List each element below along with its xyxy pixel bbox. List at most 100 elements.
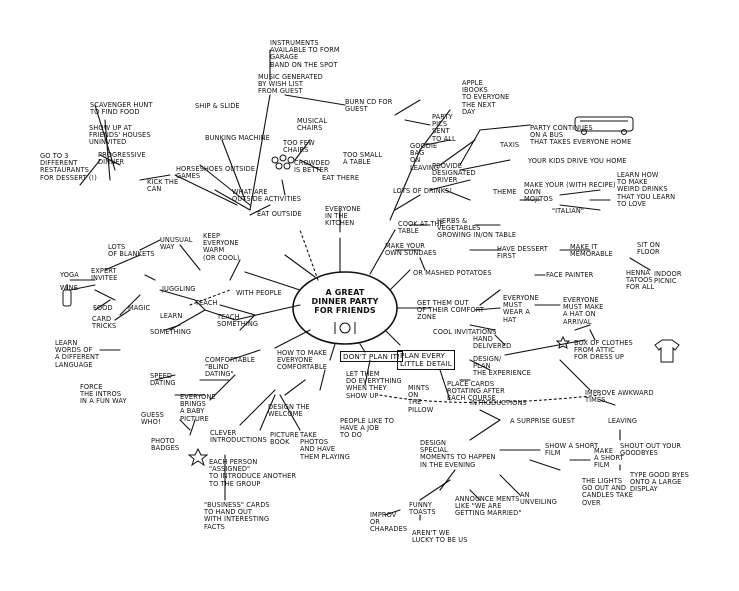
node-business-cards: "BUSINESS" CARDS TO HAND OUT WITH INTERE… bbox=[204, 501, 270, 531]
node-unusual-way: UNUSUAL WAY bbox=[160, 236, 193, 252]
node-food: FOOD bbox=[93, 304, 113, 312]
node-sit-on-floor: SIT ON FLOOR bbox=[637, 241, 660, 257]
node-dessert-first: HAVE DESSERT FIRST bbox=[497, 245, 548, 261]
node-theme: THEME bbox=[493, 188, 517, 196]
node-learn-teach: TEACH bbox=[195, 299, 218, 307]
star-icon-2 bbox=[555, 335, 571, 349]
node-baby-picture: EVERYONE BRINGS A BABY PICTURE bbox=[180, 393, 216, 423]
node-everyone-must-wear-hat: EVERYONE MUST WEAR A HAT bbox=[503, 294, 539, 324]
node-improv-charades: IMPROV OR CHARADES bbox=[370, 511, 408, 534]
node-lots-of-blankets: LOTS OF BLANKETS bbox=[108, 243, 155, 259]
node-face-painter: FACE PAINTER bbox=[546, 271, 594, 279]
node-make-memorable: MAKE IT MEMORABLE bbox=[570, 243, 613, 259]
node-apple-books: APPLE iBOOKS TO EVERYONE THE NEXT DAY bbox=[462, 79, 510, 116]
node-too-small-table: TOO SMALL A TABLE bbox=[343, 151, 383, 167]
node-party-pics: PARTY PICS SENT TO ALL bbox=[432, 113, 456, 143]
node-type-goodbyes: TYPE GOOD BYES ONTO A LARGE DISPLAY bbox=[630, 471, 689, 494]
node-designated-driver: PROVIDE DESIGNATED DRIVER bbox=[432, 162, 476, 185]
node-show-up-uninvited: SHOW UP AT FRIENDS' HOUSES UNINVITED bbox=[89, 124, 151, 147]
node-eat-there: EAT THERE bbox=[322, 174, 360, 182]
node-keep-warm: KEEP EVERYONE WARM (OR COOL) bbox=[203, 232, 240, 262]
node-music-wish-list: MUSIC GENERATED BY WISH LIST FROM GUEST bbox=[258, 73, 323, 96]
node-ship-slide: SHIP & SLIDE bbox=[195, 102, 240, 110]
node-design-welcome: DESIGN THE WELCOME bbox=[268, 403, 310, 419]
node-make-short-film: MAKE A SHORT FILM bbox=[594, 447, 624, 470]
node-how-make-comfortable: HOW TO MAKE EVERYONE COMFORTABLE bbox=[277, 349, 328, 372]
node-funny-toasts: FUNNY TOASTS bbox=[409, 501, 436, 517]
node-unveiling: AN UNVEILING bbox=[520, 491, 557, 507]
node-learn: LEARN bbox=[160, 312, 183, 320]
node-photo-badges: PHOTO BADGES bbox=[151, 437, 180, 453]
node-take-photos: TAKE PHOTOS AND HAVE THEM PLAYING bbox=[300, 431, 350, 461]
node-italian: "ITALIAN" bbox=[552, 207, 584, 215]
node-each-person-assigned: EACH PERSON "ASSIGNED" TO INTRODUCE ANOT… bbox=[209, 458, 297, 488]
node-outside-activities: WHAT ARE OUTSIDE ACTIVITIES bbox=[232, 188, 302, 204]
node-make-hat-on-arrival: EVERYONE MUST MAKE A HAT ON ARRIVAL bbox=[563, 296, 604, 326]
node-let-them-do-everything: LET THEM DO EVERYTHING WHEN THEY SHOW UP bbox=[346, 370, 402, 400]
node-show-short-film: SHOW A SHORT FILM bbox=[545, 442, 599, 458]
wine-bottle-icon bbox=[62, 284, 72, 307]
node-mashed-potatoes: OR MASHED POTATOES bbox=[413, 269, 492, 277]
node-everyone-kitchen: EVERYONE IN THE KITCHEN bbox=[325, 205, 361, 228]
node-mints-pillow: MINTS ON THE PILLOW bbox=[408, 384, 434, 414]
node-make-mojitos: MAKE YOUR (WITH RECIPE) OWN MOJITOS bbox=[524, 181, 616, 204]
node-kick-the-can: KICK THE CAN bbox=[147, 178, 179, 194]
node-herbs: HERBS & VEGETABLES GROWING IN/ON TABLE bbox=[437, 217, 517, 240]
node-picture-book: PICTURE BOOK bbox=[270, 431, 299, 447]
node-learn-drinks: LEARN HOW TO MAKE WEIRD DRINKS THAT YOU … bbox=[617, 171, 676, 208]
node-design-special-moments: DESIGN SPECIAL MOMENTS TO HAPPEN IN THE … bbox=[420, 439, 496, 469]
node-cook-at-table: COOK AT THE TABLE bbox=[398, 220, 444, 236]
node-speed-dating: SPEED DATING bbox=[150, 372, 176, 388]
node-party-bus: PARTY CONTINUES ON A BUS THAT TAKES EVER… bbox=[530, 124, 632, 147]
node-eat-outside: EAT OUTSIDE bbox=[257, 210, 302, 218]
node-shout-goodbyes: SHOUT OUT YOUR GOODBYES bbox=[620, 442, 682, 458]
node-instruments: INSTRUMENTS AVAILABLE TO FORM GARAGE BAN… bbox=[270, 39, 340, 69]
node-horseshoes: HORSESHOES OUTSIDE GAMES bbox=[176, 165, 256, 181]
node-announcements: ANNOUNCE MENTS LIKE "WE ARE GETTING MARR… bbox=[455, 495, 522, 518]
node-scavenger-hunt: SCAVENGER HUNT TO FIND FOOD bbox=[90, 101, 153, 117]
node-box-of-clothes: BOX OF CLOTHES FROM ATTIC FOR DRESS UP bbox=[574, 339, 633, 362]
node-clever-introductions: CLEVER INTRODUCTIONS bbox=[210, 429, 267, 445]
node-words-language: LEARN WORDS OF A DIFFERENT LANGUAGE bbox=[55, 339, 100, 369]
node-something: SOMETHING bbox=[150, 328, 192, 336]
node-design-plan-experience: DESIGN/ PLAN THE EXPERIENCE bbox=[473, 355, 531, 378]
node-goodie-bag: GOODIE BAG ON LEAVING bbox=[410, 142, 440, 172]
node-taxis: TAXIS bbox=[500, 141, 520, 149]
bus-icon bbox=[574, 116, 634, 135]
node-make-sundaes: MAKE YOUR OWN SUNDAES bbox=[385, 242, 437, 258]
node-place-cards: PLACE CARDS ROTATING AFTER EACH COURSE bbox=[447, 380, 505, 403]
crowd-icon bbox=[271, 154, 295, 170]
node-expert-invitee: EXPERT INVITEE bbox=[91, 267, 118, 283]
node-surprise-guest: A SURPRISE GUEST bbox=[510, 417, 576, 425]
node-kids-drive: YOUR KIDS DRIVE YOU HOME bbox=[528, 157, 627, 165]
node-henna-tatoos: HENNA TATOOS FOR ALL bbox=[626, 269, 655, 292]
tshirt-icon bbox=[654, 339, 680, 363]
node-improve-awkward-times: IMPROVE AWKWARD TIMES bbox=[585, 389, 654, 405]
node-plan-every-detail: PLAN EVERY LITTLE DETAIL bbox=[397, 350, 455, 370]
node-crowded-better: CROWDED IS BETTER bbox=[294, 159, 330, 175]
plate-icon bbox=[334, 322, 356, 334]
node-get-them-out: GET THEM OUT OF THEIR COMFORT ZONE bbox=[417, 299, 485, 322]
node-card-tricks: CARD TRICKS bbox=[92, 315, 117, 331]
node-bunking-machine: BUNKING MACHINE bbox=[205, 134, 270, 142]
node-with-people: WITH PEOPLE bbox=[236, 289, 282, 297]
node-hand-delivered: HAND DELIVERED bbox=[473, 335, 512, 351]
star-icon bbox=[187, 447, 209, 467]
node-magic: MAGIC bbox=[128, 304, 151, 312]
node-guess-who: GUESS WHO! bbox=[141, 411, 164, 427]
node-comfortable-blind-dating: COMFORTABLE "BLIND DATING" bbox=[205, 356, 256, 379]
node-force-intros: FORCE THE INTROS IN A FUN WAY bbox=[80, 383, 127, 406]
node-too-few-chairs: TOO FEW CHAIRS bbox=[283, 139, 315, 155]
node-juggling: JUGGLING bbox=[162, 285, 196, 293]
node-lots-of-drinks: LOTS OF DRINKS! bbox=[393, 187, 453, 195]
node-burn-cd: BURN CD FOR GUEST bbox=[345, 98, 393, 114]
node-leaving: LEAVING bbox=[608, 417, 638, 425]
node-progressive-dinner: PROGRESSIVE DINNER bbox=[98, 151, 146, 167]
node-musical-chairs: MUSICAL CHAIRS bbox=[297, 117, 328, 133]
central-topic: A GREAT DINNER PARTY FOR FRIENDS bbox=[311, 288, 379, 315]
node-dont-plan-it: DON'T PLAN IT! bbox=[340, 351, 404, 363]
node-lights-out: THE LIGHTS GO OUT AND CANDLES TAKE OVER bbox=[582, 477, 633, 507]
node-teach-something: TEACH SOMETHING bbox=[217, 313, 259, 329]
